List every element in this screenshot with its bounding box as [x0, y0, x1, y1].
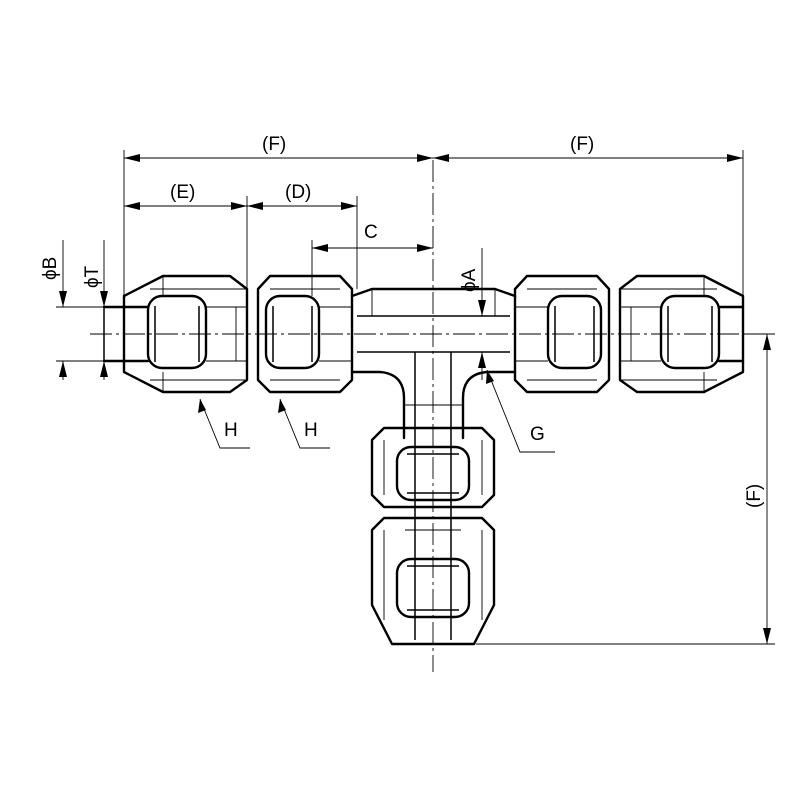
label-g: G [530, 424, 545, 445]
right-outer-sleeve [659, 294, 721, 370]
label-c: C [364, 222, 378, 243]
left-inner-nut [256, 274, 354, 394]
label-h-mid: H [304, 420, 318, 441]
dimension-phi-t: ϕT [82, 240, 108, 380]
left-outer-nut [122, 274, 249, 394]
label-f-top-right: (F) [570, 134, 594, 155]
dimension-e: (E) [124, 182, 247, 210]
dimension-f-vertical: (F) [744, 334, 771, 644]
left-inner-sleeve [264, 294, 352, 370]
right-tube [620, 305, 745, 363]
dimension-f-top-right: (F) [433, 134, 743, 162]
bottom-inner-sleeve [395, 445, 471, 502]
label-f-top-left: (F) [262, 134, 286, 155]
leader-h-mid: H [278, 398, 330, 449]
leader-h-left: H [198, 398, 250, 449]
dimension-f-top-left: (F) [124, 134, 433, 162]
dimension-c: C [312, 222, 433, 252]
left-tube [102, 305, 247, 363]
dimension-d: (D) [247, 182, 357, 210]
dimension-phi-b: ϕB [40, 240, 67, 380]
label-phi-a: ϕA [459, 268, 480, 292]
left-outer-sleeve [146, 294, 208, 370]
right-outer-nut [618, 274, 745, 394]
leader-g: G [486, 369, 555, 453]
center-lines [90, 160, 775, 672]
bottom-outer-sleeve [395, 529, 471, 619]
tee-body [350, 287, 517, 640]
extension-lines [56, 150, 775, 645]
label-phi-b: ϕB [40, 257, 61, 280]
label-f-vertical: (F) [744, 484, 765, 508]
label-d: (D) [285, 182, 311, 203]
bottom-inner-nut [370, 426, 496, 509]
label-e: (E) [170, 182, 195, 203]
bottom-outer-nut [370, 516, 496, 646]
dimension-phi-a: ϕA [459, 248, 486, 380]
right-inner-nut [513, 274, 611, 394]
right-inner-sleeve [515, 294, 603, 370]
label-phi-t: ϕT [82, 265, 103, 288]
label-h-left: H [224, 420, 238, 441]
